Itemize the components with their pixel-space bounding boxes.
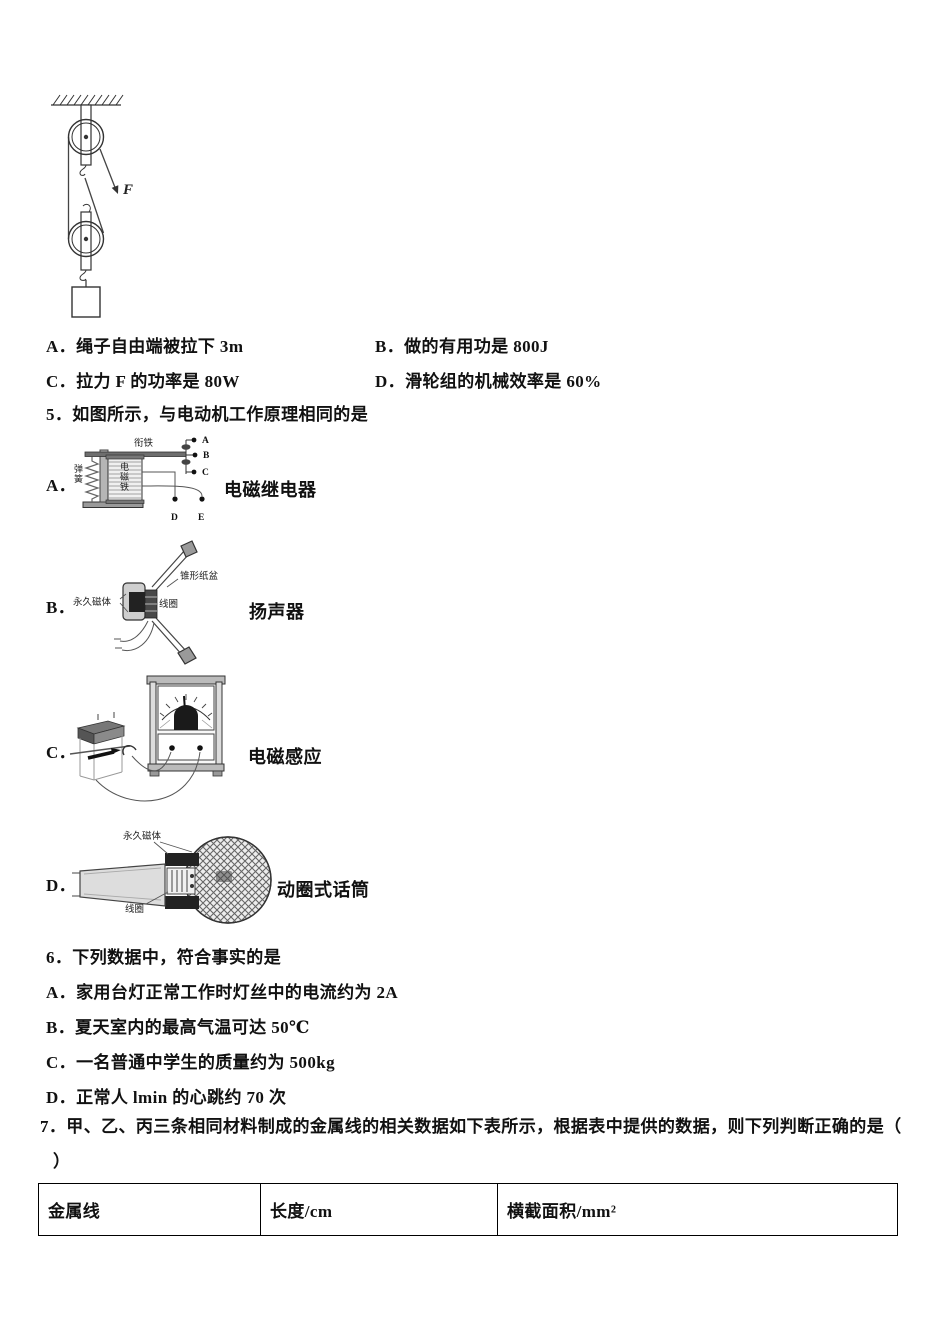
q6-option-b: B．夏天室内的最高气温可达 50℃ bbox=[46, 1018, 310, 1037]
q7-stem-line2: ） bbox=[53, 1152, 71, 1171]
relay-contacts bbox=[181, 437, 198, 475]
induction-diagram bbox=[69, 675, 226, 802]
speaker-wires bbox=[114, 620, 155, 652]
option-label: D． bbox=[46, 1088, 77, 1107]
relay-terminal-e-dot bbox=[199, 496, 205, 502]
option-label: C． bbox=[46, 1053, 77, 1072]
q5-option-c-label: C． bbox=[46, 743, 77, 762]
q5-option-c-caption: 电磁感应 bbox=[248, 747, 322, 767]
relay-coil-label: 电磁铁 bbox=[119, 462, 129, 492]
relay-terminal-d-dot bbox=[172, 496, 178, 502]
option-text: 家用台灯正常工作时灯丝中的电流约为 2A bbox=[76, 983, 399, 1002]
table-header-length: 长度/cm bbox=[261, 1184, 498, 1235]
table-header-cross-section: 横截面积/mm² bbox=[507, 1202, 617, 1221]
relay-terminal-c: C bbox=[202, 468, 209, 478]
option-label: C． bbox=[46, 372, 77, 391]
relay-coil bbox=[105, 454, 145, 504]
speaker-label-leaders bbox=[119, 578, 179, 613]
option-label: B． bbox=[375, 337, 405, 356]
speaker-coil-label: 线圈 bbox=[159, 598, 178, 610]
q6-option-c: C．一名普通中学生的质量约为 500kg bbox=[46, 1053, 335, 1072]
microphone-diagram: 永久磁体 线圈 bbox=[72, 830, 272, 924]
q4-option-a: A．绳子自由端被拉下 3m bbox=[46, 337, 243, 356]
q5-option-a-caption: 电磁继电器 bbox=[224, 480, 317, 500]
option-text: 做的有用功是 800J bbox=[404, 337, 549, 356]
speaker-magnet-label: 永久磁体 bbox=[73, 596, 112, 608]
mic-head bbox=[184, 836, 272, 924]
induction-wires bbox=[95, 751, 201, 802]
speaker-magnet bbox=[122, 582, 155, 621]
option-label: B． bbox=[46, 1018, 76, 1037]
relay-diagram: 衔铁 A B C D E bbox=[82, 436, 210, 523]
q6-option-d: D．正常人 lmin 的心跳约 70 次 bbox=[46, 1088, 286, 1107]
magnet-stand bbox=[69, 712, 137, 781]
mic-magnet-label: 永久磁体 bbox=[123, 830, 162, 842]
q4-option-b: B．做的有用功是 800J bbox=[375, 337, 549, 356]
weight-block bbox=[71, 280, 101, 318]
option-text: 一名普通中学生的质量约为 500kg bbox=[76, 1053, 335, 1072]
mic-label-leaders bbox=[145, 841, 193, 905]
q4-option-d: D．滑轮组的机械效率是 60% bbox=[375, 372, 602, 391]
relay-terminal-e: E bbox=[198, 513, 204, 523]
q7-stem-line1: 7．甲、乙、丙三条相同材料制成的金属线的相关数据如下表所示，根据表中提供的数据，… bbox=[40, 1117, 902, 1136]
force-arrow: F bbox=[111, 182, 133, 198]
relay-spring-label: 弹簧 bbox=[73, 464, 83, 484]
speaker-cone bbox=[151, 540, 198, 665]
option-label: A． bbox=[46, 983, 77, 1002]
ceiling-hatch bbox=[51, 94, 124, 106]
option-text: 正常人 lmin 的心跳约 70 次 bbox=[76, 1088, 287, 1107]
option-label: D． bbox=[375, 372, 406, 391]
force-label: F bbox=[122, 182, 133, 198]
q5-option-d-caption: 动圈式话筒 bbox=[277, 880, 370, 900]
mic-coil-label: 线圈 bbox=[125, 903, 144, 915]
rope bbox=[67, 137, 117, 239]
mic-handle bbox=[72, 863, 166, 907]
q6-option-a: A．家用台灯正常工作时灯丝中的电流约为 2A bbox=[46, 983, 398, 1002]
q5-option-b-label: B． bbox=[46, 598, 76, 617]
pulley-diagram: F bbox=[51, 94, 133, 318]
speaker-cone-label: 锥形纸盆 bbox=[180, 570, 219, 582]
relay-spring bbox=[84, 457, 100, 502]
q5-option-b-caption: 扬声器 bbox=[249, 602, 305, 622]
q4-option-c: C．拉力 F 的功率是 80W bbox=[46, 372, 240, 391]
relay-terminal-b: B bbox=[203, 451, 210, 461]
speaker-coil bbox=[144, 589, 158, 619]
relay-armature-label: 衔铁 bbox=[134, 437, 154, 449]
relay-terminal-a: A bbox=[202, 436, 209, 446]
q5-stem: 5．如图所示，与电动机工作原理相同的是 bbox=[46, 405, 369, 424]
q6-stem: 6．下列数据中，符合事实的是 bbox=[46, 948, 282, 967]
option-label: A． bbox=[46, 337, 77, 356]
relay-terminal-d: D bbox=[171, 513, 178, 523]
galvanometer bbox=[146, 675, 226, 777]
mic-body bbox=[165, 853, 199, 909]
option-text: 夏天室内的最高气温可达 50℃ bbox=[75, 1018, 310, 1037]
speaker-diagram: 锥形纸盆 永久磁体 线圈 bbox=[73, 540, 219, 665]
option-text: 拉力 F 的功率是 80W bbox=[76, 372, 240, 391]
option-text: 绳子自由端被拉下 3m bbox=[76, 337, 244, 356]
q5-option-d-label: D． bbox=[46, 876, 77, 895]
fixed-pulley bbox=[67, 104, 105, 176]
table-header-metal-wire: 金属线 bbox=[39, 1184, 261, 1235]
relay-wires bbox=[141, 471, 203, 497]
q7-data-table: 金属线 长度/cm 横截面积/mm² bbox=[38, 1183, 898, 1236]
movable-pulley bbox=[67, 203, 105, 281]
option-text: 滑轮组的机械效率是 60% bbox=[405, 372, 602, 391]
q5-option-a-label: A． bbox=[46, 476, 77, 495]
